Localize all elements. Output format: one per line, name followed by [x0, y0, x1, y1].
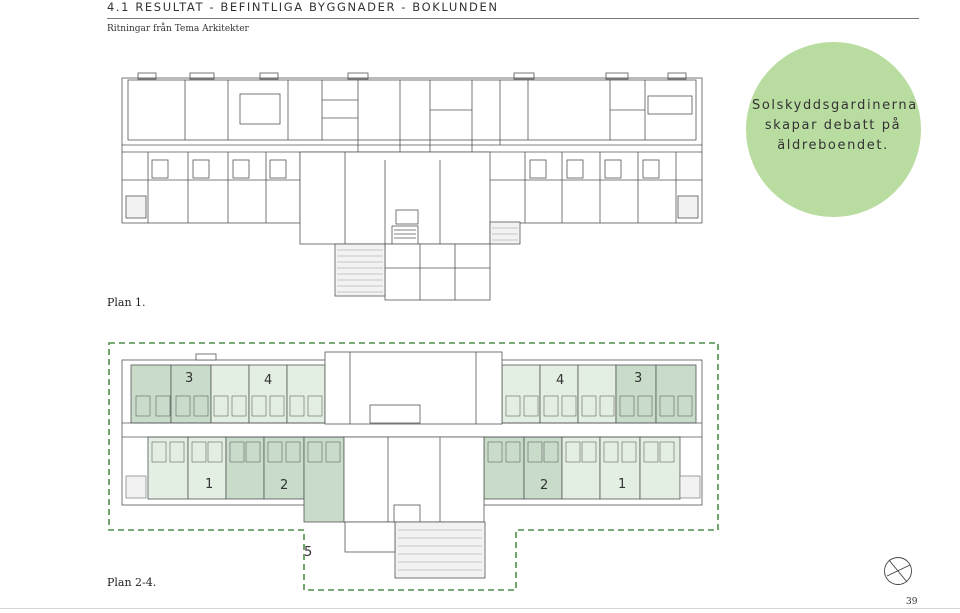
- footer-rule: [0, 608, 960, 609]
- unit-number-left-bottom-1: 1: [205, 477, 213, 492]
- plan-2-4-dashed-border: [108, 342, 719, 591]
- callout-line-2: skapar debatt på: [764, 118, 902, 133]
- plan-2-4-label: Plan 2-4.: [107, 576, 157, 589]
- page-title: 4.1 RESULTAT - BEFINTLIGA BYGGNADER - BO…: [107, 0, 499, 14]
- unit-number-left-bottom-2: 2: [280, 478, 288, 493]
- plan-1-drawing: [121, 72, 703, 301]
- title-rule: [107, 18, 919, 19]
- page-subtitle: Ritningar från Tema Arkitekter: [107, 24, 249, 34]
- unit-number-right-bottom-2: 2: [540, 478, 548, 493]
- unit-number-right-top-4: 4: [556, 373, 564, 388]
- north-arrow-icon: [884, 557, 912, 585]
- plan-2-4-details: [125, 395, 701, 499]
- unit-number-center-5: 5: [304, 545, 312, 560]
- plan-1-terrace-hatch: [337, 227, 518, 293]
- unit-number-right-top-3: 3: [634, 371, 642, 386]
- page-number: 39: [906, 597, 918, 607]
- plan-2-4-drawing: [121, 351, 703, 579]
- plan-1-label: Plan 1.: [107, 296, 146, 309]
- callout-line-3: äldreboendet.: [777, 138, 889, 153]
- callout-text: Solskyddsgardinerna skapar debatt på äld…: [752, 96, 918, 156]
- plan-1-bottom-rooms: [147, 152, 677, 223]
- callout-circle: [746, 42, 921, 217]
- plan-2-4-balcony-hatch: [398, 529, 482, 571]
- unit-number-left-top-4: 4: [264, 373, 272, 388]
- unit-number-right-bottom-1: 1: [618, 477, 626, 492]
- unit-number-left-top-3: 3: [185, 371, 193, 386]
- callout-line-1: Solskyddsgardinerna: [752, 98, 918, 113]
